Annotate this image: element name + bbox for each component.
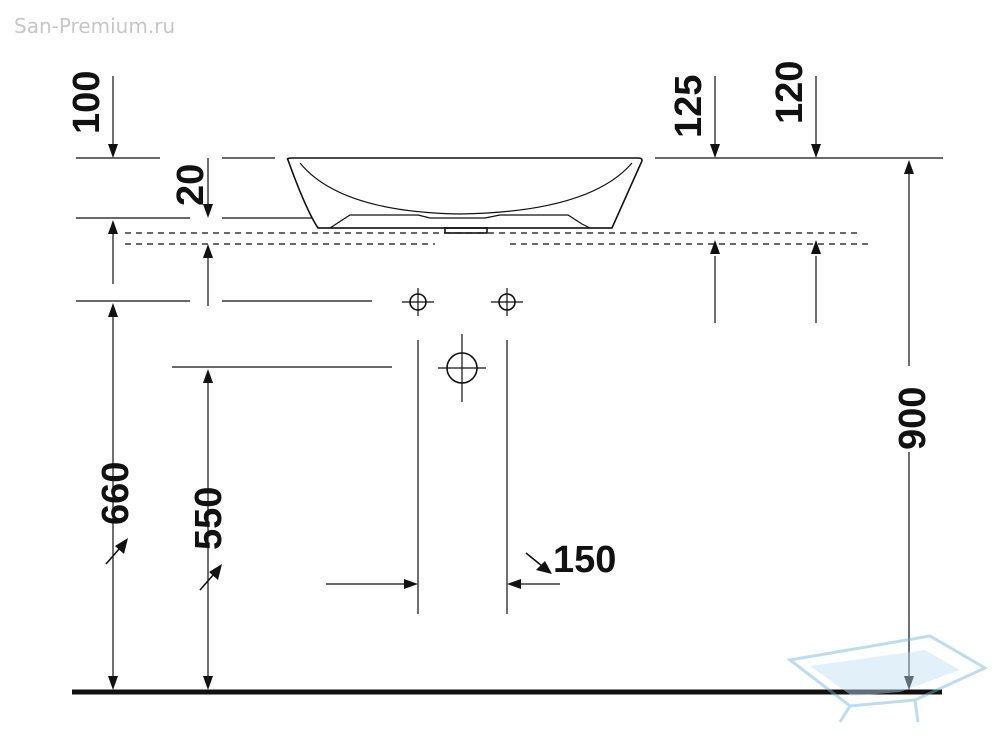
dim-arrow-100 (108, 144, 118, 158)
dim-arrow-120-down (811, 144, 821, 158)
water-connection-right (491, 288, 523, 316)
dim-label-660: 660 (95, 462, 137, 525)
dim-arrow-550-down (203, 676, 213, 690)
dim-arrow-550-up (203, 369, 213, 383)
dim-label-20: 20 (170, 164, 212, 206)
spacing-arrow-right (507, 579, 521, 589)
dim-arrow-125-down (710, 144, 720, 158)
drain-connection (438, 334, 486, 402)
watermark-logo (786, 634, 989, 723)
dim-arrow-900-up (904, 160, 914, 174)
dim-arrow-120-up (811, 240, 821, 254)
dim-arrow-660-down (108, 676, 118, 690)
dim-label-150: 150 (553, 539, 616, 581)
dim-arrow-660-up (108, 303, 118, 317)
spacing-arrow-left (404, 579, 418, 589)
dim-arrow-20-down (203, 204, 213, 218)
watermark-text: San-Premium.ru (14, 14, 175, 38)
dim-label-125: 125 (668, 75, 710, 138)
dim-label-120: 120 (769, 61, 811, 124)
dim-arrow-125-up (710, 240, 720, 254)
basin-outline (286, 157, 643, 234)
dim-arrow-660-top (108, 220, 118, 234)
dim-label-900: 900 (892, 387, 934, 450)
water-connection-left (402, 288, 434, 316)
dim-arrow-900-down (904, 676, 914, 690)
dim-label-100: 100 (66, 71, 108, 134)
dim-label-550: 550 (188, 487, 230, 550)
dim-arrow-20-up (203, 244, 213, 258)
